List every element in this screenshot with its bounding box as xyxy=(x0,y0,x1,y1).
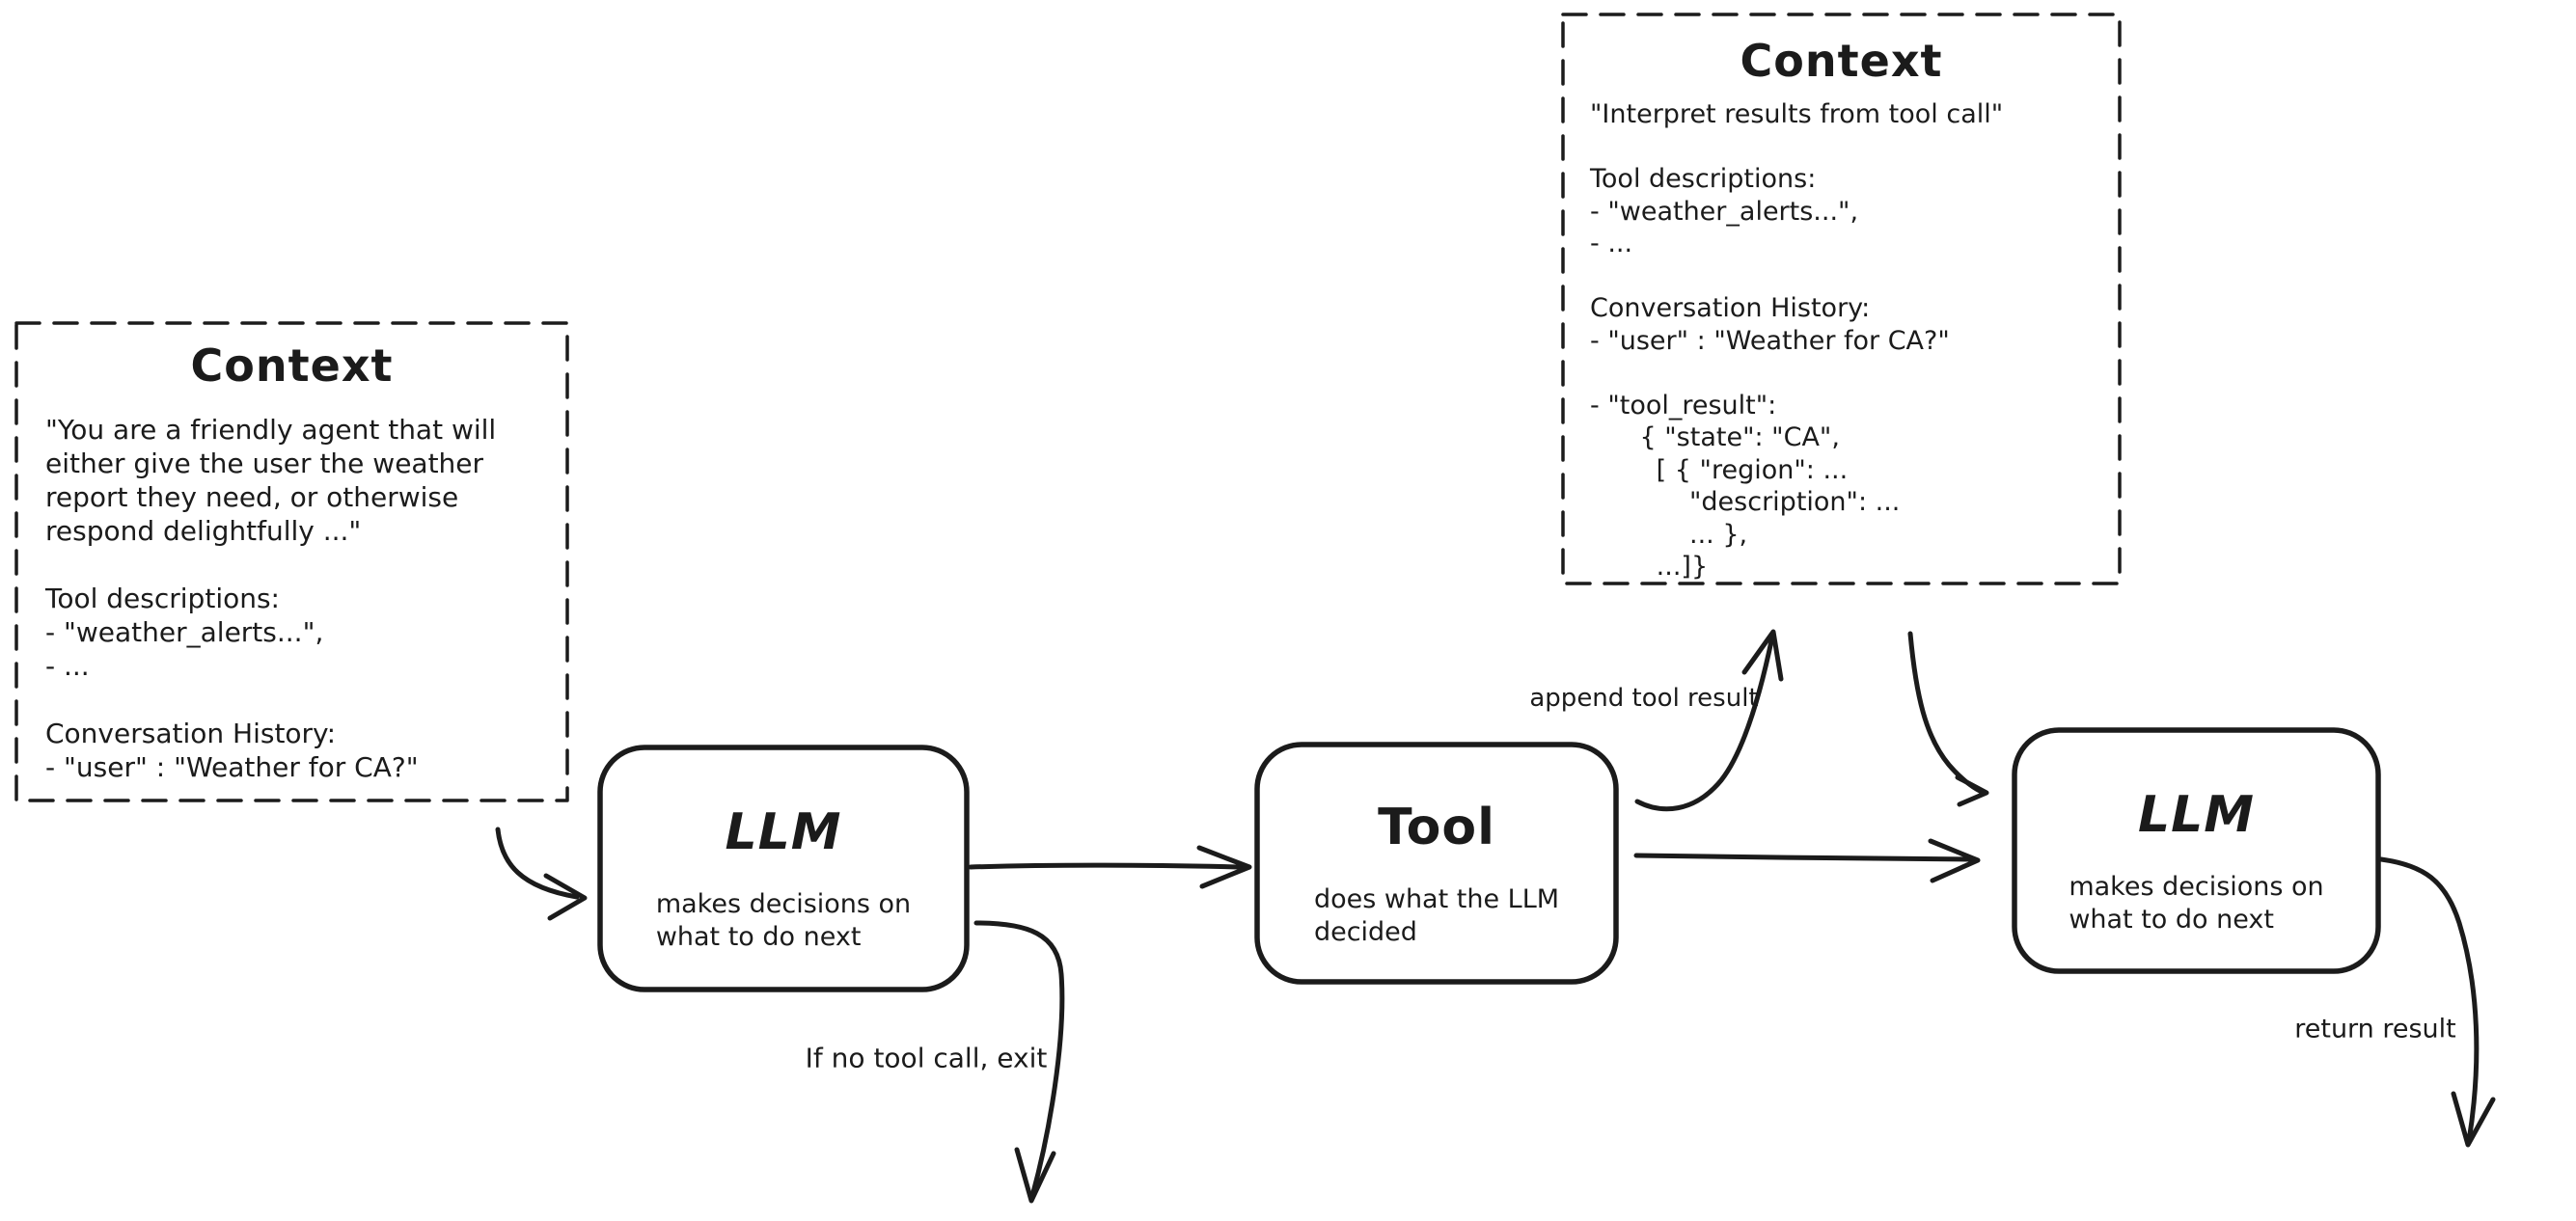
context-box-1-body: "You are a friendly agent that will eith… xyxy=(45,414,497,783)
arrow-llm1-exit-head xyxy=(1014,1147,1056,1204)
arrow-llm2-return xyxy=(2378,856,2480,1144)
arrow-tool-to-llm2 xyxy=(1633,853,1973,862)
llm-node-1-subtitle: makes decisions on what to do next xyxy=(655,889,912,952)
arrow-context1-to-llm1-head xyxy=(543,873,588,921)
llm-node-1-border xyxy=(597,745,970,992)
arrow-context2-to-llm2 xyxy=(1907,631,1983,794)
context-box-1-title: Context xyxy=(190,339,394,392)
arrow-llm2-return-head xyxy=(2451,1091,2496,1148)
llm-node-2-title: LLM xyxy=(2137,786,2255,844)
arrow-tool-to-context2 xyxy=(1634,634,1775,812)
arrow-tool-to-context2-head xyxy=(1741,629,1784,682)
arrow-context2-to-llm2-head xyxy=(1955,774,1989,807)
context-box-2-border xyxy=(1561,13,2122,585)
context-box-2-title: Context xyxy=(1740,35,1943,87)
arrow-llm1-to-tool xyxy=(968,862,1246,870)
context-box-2-body: "Interpret results from tool call" Tool … xyxy=(1590,99,2004,582)
arrow-context1-to-llm1 xyxy=(495,827,580,900)
label-return-result: return result xyxy=(2294,1014,2456,1045)
llm-node-1-subtitle-wrap: makes decisions on what to do next xyxy=(600,888,967,954)
llm-node-1-title: LLM xyxy=(725,803,842,861)
arrow-tool-to-llm2-head xyxy=(1928,838,1981,883)
tool-node-border xyxy=(1254,742,1619,985)
label-if-no-tool-call-exit: If no tool call, exit xyxy=(805,1042,1048,1074)
arrow-llm1-exit xyxy=(973,920,1065,1199)
tool-node-subtitle-wrap: does what the LLM decided xyxy=(1257,883,1616,949)
arrow-llm1-to-tool-head xyxy=(1196,845,1252,889)
llm-node-2-border xyxy=(2012,727,2381,974)
context-box-1-border xyxy=(14,321,569,802)
label-append-tool-result: append tool result xyxy=(1529,684,1759,713)
llm-node-2-subtitle: makes decisions on what to do next xyxy=(2069,872,2324,935)
tool-node-subtitle: does what the LLM decided xyxy=(1313,884,1560,947)
tool-node-title: Tool xyxy=(1378,799,1495,856)
llm-node-2-subtitle-wrap: makes decisions on what to do next xyxy=(2014,871,2378,936)
